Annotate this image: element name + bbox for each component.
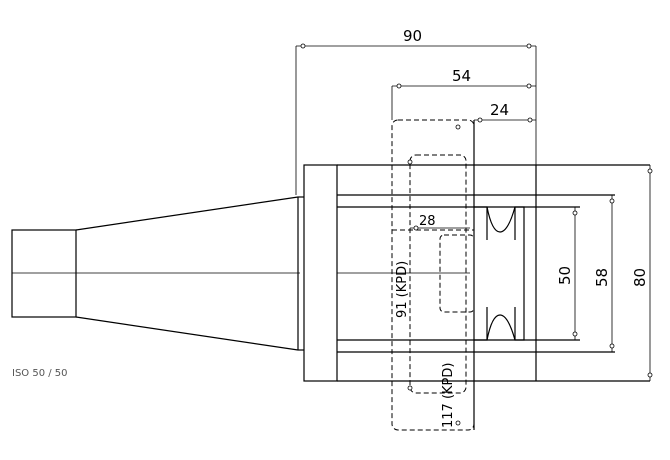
dimension-labels: 90 54 24 28 50 58 80 91 (KPD) 117 (KPD): [395, 27, 649, 428]
dim-recess: 28: [419, 214, 436, 229]
flange: [298, 164, 338, 382]
shank: [11, 196, 300, 351]
dim-insert-length: 24: [490, 101, 509, 119]
dim-mid-diameter: 58: [593, 268, 611, 287]
dim-outer-diameter: 80: [631, 268, 649, 287]
dim-body-length: 54: [452, 67, 471, 85]
dim-max-bore: 117 (KPD): [441, 363, 456, 428]
clamping-envelope: [391, 119, 475, 431]
part-note: ISO 50 / 50: [12, 368, 68, 379]
dim-min-bore: 91 (KPD): [395, 261, 410, 318]
dimension-lines: [295, 43, 653, 426]
insert-profile: [439, 206, 525, 341]
dim-inner-diameter: 50: [556, 266, 574, 285]
dim-overall-length: 90: [403, 27, 422, 45]
